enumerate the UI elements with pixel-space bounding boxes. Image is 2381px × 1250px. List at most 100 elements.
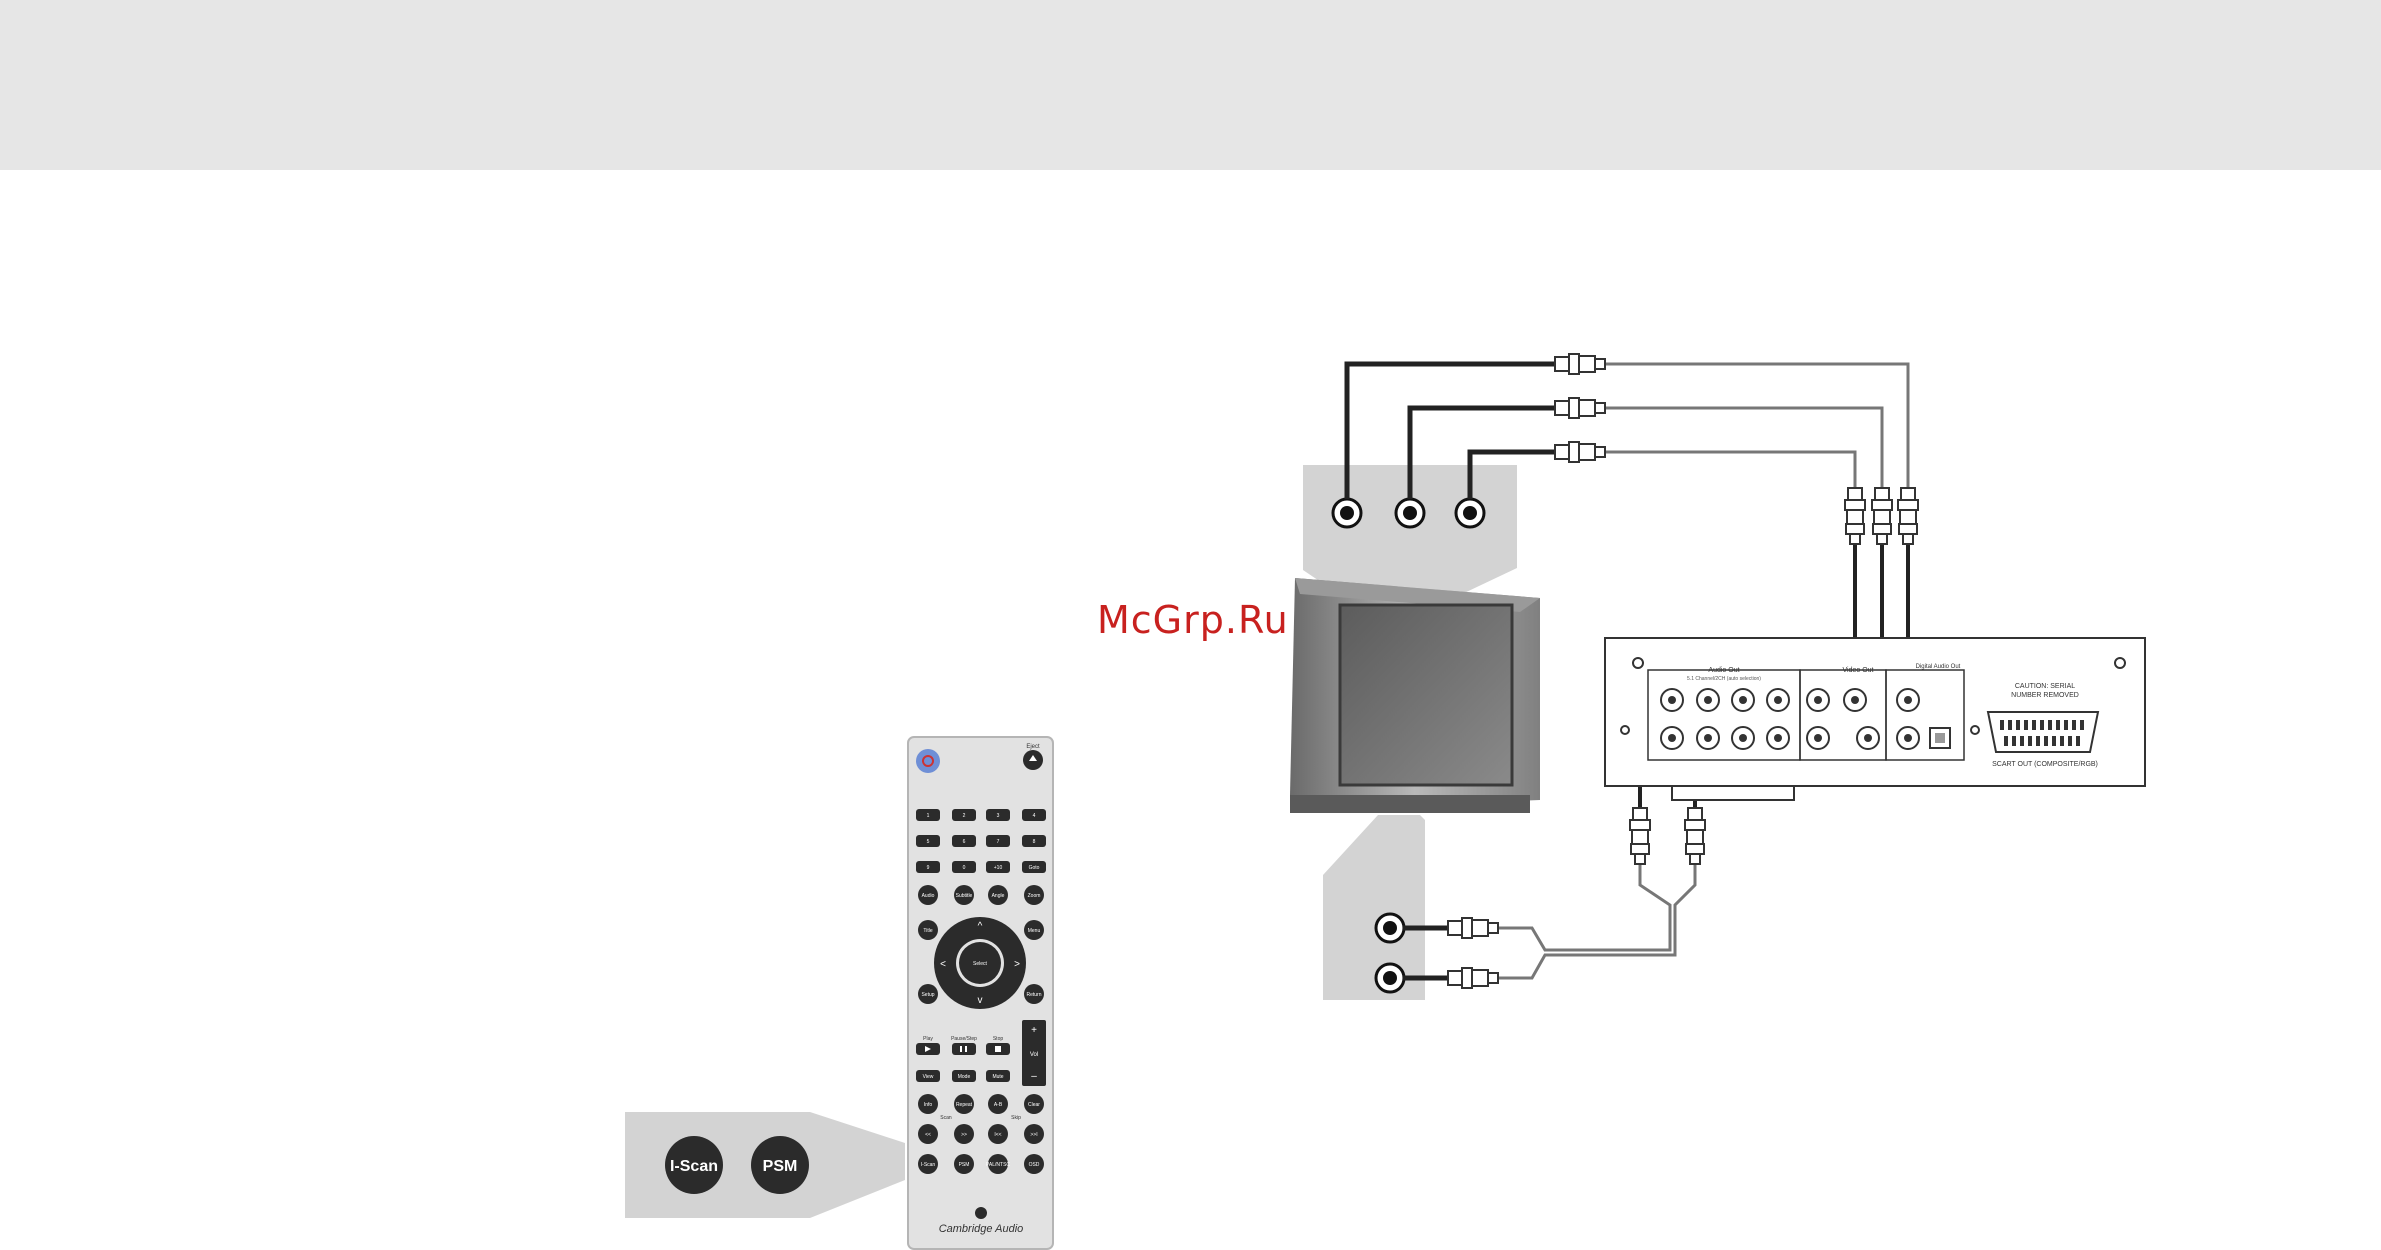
number-key-button[interactable] (952, 835, 976, 847)
info-key-button[interactable] (918, 1094, 938, 1114)
number-key-label: +10 (994, 865, 1003, 871)
number-key-label: 1 (927, 813, 930, 819)
bottom-key-button[interactable] (954, 1154, 974, 1174)
function-key-button[interactable] (988, 885, 1008, 905)
info-key-label: A-B (994, 1102, 1003, 1108)
number-key-label: Goto (1029, 865, 1040, 871)
function-key-label: Audio (922, 893, 935, 899)
number-key-label: 2 (963, 813, 966, 819)
bottom-key-button[interactable] (918, 1154, 938, 1174)
setup-button[interactable] (918, 984, 938, 1004)
view-key-label: Mode (958, 1074, 971, 1080)
number-key-button[interactable] (952, 809, 976, 821)
skip-key-button[interactable] (1024, 1124, 1044, 1144)
pause-button[interactable] (952, 1043, 976, 1055)
view-key-button[interactable] (952, 1070, 976, 1082)
nav-down-icon[interactable]: v (978, 995, 983, 1006)
menu-button[interactable] (1024, 920, 1044, 940)
function-key-button[interactable] (918, 885, 938, 905)
television (1290, 578, 1540, 813)
skip-key-button[interactable] (918, 1124, 938, 1144)
title-button[interactable] (918, 920, 938, 940)
number-key-label: 8 (1033, 839, 1036, 845)
bottom-key-label: OSD (1029, 1162, 1040, 1168)
video-out-label: Video Out (1842, 667, 1873, 674)
watermark: McGrp.Ru (1097, 598, 1289, 642)
number-key-button[interactable] (1022, 809, 1046, 821)
number-key-label: 5 (927, 839, 930, 845)
remote-callout: I-Scan PSM (625, 1112, 905, 1218)
vol-up-icon[interactable]: + (1031, 1025, 1037, 1036)
number-key-label: 3 (997, 813, 1000, 819)
info-key-button[interactable] (954, 1094, 974, 1114)
tv-audio-panel (1323, 815, 1425, 1000)
number-key-label: 9 (927, 865, 930, 871)
number-key-label: 7 (997, 839, 1000, 845)
number-key-button[interactable] (952, 861, 976, 873)
scart-label: SCART OUT (COMPOSITE/RGB) (1992, 761, 2098, 768)
volume-rocker[interactable] (1022, 1020, 1046, 1086)
digital-out-label: Digital Audio Out (1916, 664, 1961, 670)
info-key-label: Info (924, 1102, 933, 1108)
bottom-key-button[interactable] (988, 1154, 1008, 1174)
function-key-label: Angle (992, 893, 1005, 899)
select-button[interactable] (959, 942, 1001, 984)
skip-key-button[interactable] (988, 1124, 1008, 1144)
return-button[interactable] (1024, 984, 1044, 1004)
number-key-button[interactable] (916, 835, 940, 847)
function-key-label: Zoom (1028, 893, 1041, 899)
view-key-button[interactable] (916, 1070, 940, 1082)
nav-right-icon[interactable]: > (1014, 959, 1020, 970)
number-key-label: 6 (963, 839, 966, 845)
title-label: Title (923, 928, 932, 934)
callout-iscan-label: I-Scan (670, 1158, 718, 1175)
number-key-button[interactable] (986, 835, 1010, 847)
callout-psm-label: PSM (763, 1158, 798, 1175)
select-label: Select (973, 961, 988, 967)
info-key-button[interactable] (1024, 1094, 1044, 1114)
number-key-button[interactable] (1022, 835, 1046, 847)
info-key-label: Clear (1028, 1102, 1040, 1108)
number-key-button[interactable] (1022, 861, 1046, 873)
skip-key-button[interactable] (954, 1124, 974, 1144)
number-key-button[interactable] (916, 861, 940, 873)
skip-key-label: >>I (1030, 1132, 1037, 1138)
number-key-button[interactable] (986, 861, 1010, 873)
tv-input-panel (1303, 465, 1517, 595)
number-key-button[interactable] (986, 809, 1010, 821)
dvd-player-rear-panel: Audio Out 5.1 Channel/2CH (auto selectio… (1604, 637, 2146, 801)
standby-button[interactable] (916, 749, 940, 773)
info-key-button[interactable] (988, 1094, 1008, 1114)
setup-label: Setup (921, 992, 934, 998)
view-key-button[interactable] (986, 1070, 1010, 1082)
skip-key-label: << (925, 1132, 931, 1138)
stop-label: Stop (993, 1036, 1004, 1042)
bottom-key-button[interactable] (1024, 1154, 1044, 1174)
view-row: View Mode Mute (916, 1070, 1010, 1082)
bottom-key-label: PAL/NTSC (986, 1162, 1010, 1168)
eject-label: Eject (1026, 744, 1040, 750)
vol-down-icon[interactable]: – (1031, 1071, 1037, 1082)
play-label: Play (923, 1036, 933, 1042)
skip-key-label: I<< (994, 1132, 1001, 1138)
bottom-key-label: I-Scan (921, 1162, 936, 1168)
pause-label: Pause/Step (951, 1036, 977, 1042)
scan-label: Scan (940, 1115, 952, 1121)
audio-out-sub: 5.1 Channel/2CH (auto selection) (1687, 676, 1761, 682)
caution-label-2: NUMBER REMOVED (2011, 692, 2079, 699)
function-key-button[interactable] (1024, 885, 1044, 905)
nav-left-icon[interactable]: < (940, 959, 946, 970)
nav-up-icon[interactable]: ^ (978, 921, 983, 932)
view-key-label: View (923, 1074, 934, 1080)
number-key-button[interactable] (916, 809, 940, 821)
return-label: Return (1026, 992, 1041, 998)
view-key-label: Mute (992, 1074, 1003, 1080)
skip-row: <<>>I<<>>I (918, 1124, 1044, 1144)
function-key-button[interactable] (954, 885, 974, 905)
vol-label: Vol (1030, 1052, 1038, 1058)
